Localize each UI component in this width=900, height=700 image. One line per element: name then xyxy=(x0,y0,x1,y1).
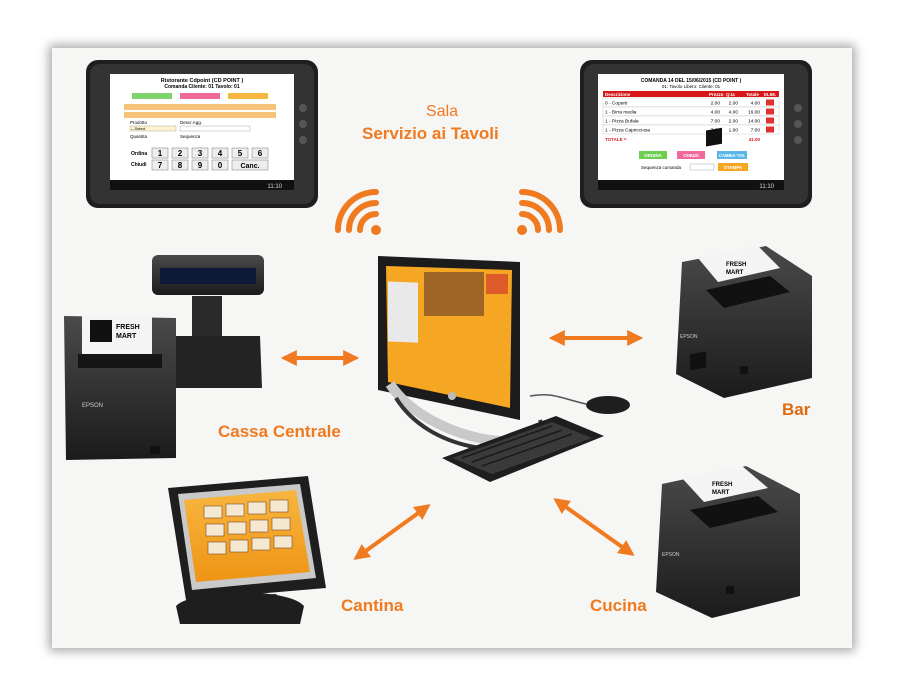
central-computer xyxy=(378,256,551,452)
mouse xyxy=(529,393,630,414)
wifi-icon xyxy=(517,189,563,235)
tr-stampa: STAMPA xyxy=(724,165,743,170)
tr-cell: 2.00 xyxy=(729,119,739,125)
brand-label: EPSON xyxy=(82,403,103,409)
tl-select: ---Select xyxy=(131,127,146,131)
tablet-right: COMANDA 14 DEL 15/06/2015 (CD POINT ) 01… xyxy=(580,60,812,208)
tr-h-desc: Descrizione xyxy=(605,92,631,97)
label-cantina: Cantina xyxy=(341,596,404,615)
tl-key: 6 xyxy=(258,149,263,158)
tr-cell: 7.00 xyxy=(751,128,761,134)
label-servizio: Servizio ai Tavoli xyxy=(362,124,499,143)
tl-key: 8 xyxy=(178,161,183,170)
tr-subtitle: 01: Tavolo Libero: Cliente: 01 xyxy=(662,84,721,89)
receipt-logo: MART xyxy=(116,333,137,340)
brand-label: EPSON xyxy=(680,334,698,340)
cassa-printer: FRESH MART EPSON xyxy=(64,316,176,460)
tl-title: Ristorante Cdpoint (CD POINT ) xyxy=(161,78,244,84)
tr-chiudi: CHIUDI xyxy=(683,153,699,158)
tr-h-qta: Q.ta xyxy=(726,92,735,97)
tl-key: 1 xyxy=(158,149,163,158)
receipt-logo: FRESH xyxy=(712,482,732,488)
tr-ordina: ORDINA xyxy=(644,153,662,158)
tr-totale-label: TOTALE = xyxy=(605,137,627,142)
label-cucina: Cucina xyxy=(590,596,647,615)
tl-subtitle: Comanda Cliente: 01 Tavolo: 01 xyxy=(164,84,239,90)
tr-cell: 14.00 xyxy=(748,119,760,125)
label-bar: Bar xyxy=(782,400,811,419)
brand-label: EPSON xyxy=(662,552,680,558)
tr-h-totale: Totale xyxy=(746,92,759,97)
tr-cell: 1 - Pizza Bufala xyxy=(605,119,639,125)
tl-ordina: Ordina xyxy=(131,151,147,157)
receipt-logo: FRESH xyxy=(116,324,140,331)
tr-cell: 4.00 xyxy=(711,110,721,116)
connection-arrows xyxy=(280,330,644,560)
label-sala: Sala xyxy=(426,103,459,120)
bar-printer: FRESH MART EPSON xyxy=(676,127,812,398)
tl-key: 4 xyxy=(218,149,223,158)
tl-time: 11:10 xyxy=(267,184,282,190)
tr-title: COMANDA 14 DEL 15/06/2015 (CD POINT ) xyxy=(641,78,742,84)
tr-table-row: 1 - Birra media 4.00 4.00 16.00 xyxy=(602,106,780,117)
receipt-logo: MART xyxy=(712,490,730,496)
tr-h-prezzo: Prezzo xyxy=(709,92,724,97)
tr-cambia: CAMBIA TAV. xyxy=(719,153,745,158)
arrow-cantina xyxy=(353,504,431,560)
tr-cell: 4.00 xyxy=(729,110,739,116)
tr-sequenza: Sequenza comanda xyxy=(641,165,682,170)
tl-descr: Descr.Agg. xyxy=(180,120,202,125)
tl-keypad: 1 2 3 4 5 6 7 8 9 0 Canc. xyxy=(151,147,269,171)
tl-key: 3 xyxy=(198,149,203,158)
wifi-icon xyxy=(335,189,381,235)
label-cassa: Cassa Centrale xyxy=(218,422,341,441)
tr-cell: 7.00 xyxy=(711,119,721,125)
cucina-printer: FRESH MART EPSON xyxy=(656,351,800,618)
keyboard xyxy=(442,416,604,482)
receipt-logo: FRESH xyxy=(726,262,746,268)
tr-cell: 1.00 xyxy=(729,128,739,134)
tl-key: 9 xyxy=(198,161,203,170)
tr-table-row: 0 - Coperti 2.00 2.00 4.00 xyxy=(602,97,780,108)
tl-key: 5 xyxy=(238,149,243,158)
tl-key: 0 xyxy=(218,161,223,170)
tl-key: 2 xyxy=(178,149,183,158)
cantina-terminal xyxy=(168,476,326,624)
tablet-left: Ristorante Cdpoint (CD POINT ) Comanda C… xyxy=(86,60,318,208)
tr-cell: 0 - Coperti xyxy=(605,101,627,107)
tr-cell: 2.00 xyxy=(711,101,721,107)
tr-totale-value: 41.00 xyxy=(749,137,761,142)
arrow-cucina xyxy=(553,498,635,556)
tr-time: 11:10 xyxy=(759,184,774,190)
tl-prodotto: Prodotto xyxy=(130,120,148,125)
tl-quantita: Quantita xyxy=(130,134,148,139)
tr-table-row: 1 - Pizza Capricciosa 7.00 1.00 7.00 xyxy=(602,124,780,135)
tr-cell: 16.00 xyxy=(748,110,760,116)
tr-cell: 1 - Pizza Capricciosa xyxy=(605,128,650,134)
cassa-display: EPSON xyxy=(152,255,264,388)
tl-chiudi: Chiudi xyxy=(131,162,147,168)
tr-cell: 4.00 xyxy=(751,101,761,107)
tl-sequenza: Sequenza xyxy=(180,134,201,139)
tl-key: 7 xyxy=(158,161,163,170)
tl-canc: Canc. xyxy=(240,163,259,170)
tr-cell: 1 - Birra media xyxy=(605,110,637,116)
tr-h-elim: ELIM. xyxy=(764,92,776,97)
tr-cell: 2.00 xyxy=(729,101,739,107)
tr-table-row: 1 - Pizza Bufala 7.00 2.00 14.00 xyxy=(602,115,780,126)
receipt-logo: MART xyxy=(726,270,744,276)
